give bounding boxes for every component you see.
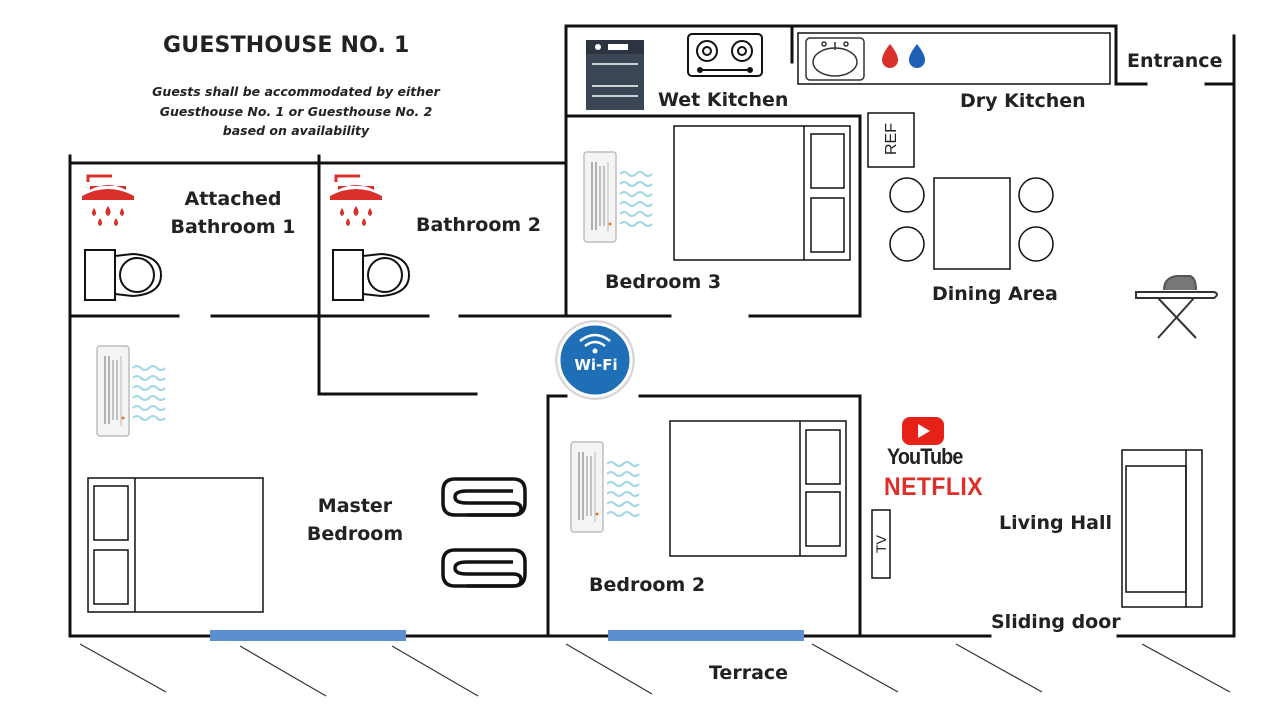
dining-table xyxy=(889,177,1054,270)
bed-bedroom-3 xyxy=(673,125,851,261)
shower-bathroom-2-icon xyxy=(328,174,384,228)
toilet-bathroom-2-icon xyxy=(332,249,410,301)
toilet-bathroom-1-icon xyxy=(84,249,162,301)
dry-kitchen-counter xyxy=(797,32,1111,85)
youtube-logo-icon xyxy=(902,417,944,445)
label-bedroom-2: Bedroom 2 xyxy=(589,574,706,596)
window-bedroom-2 xyxy=(608,630,804,641)
towel-icon-top xyxy=(441,477,527,517)
label-master-bedroom-line-2: Bedroom xyxy=(306,523,404,545)
note-line-3: based on availability xyxy=(222,123,370,138)
ironing-board-icon xyxy=(1135,275,1218,339)
aircon-bedroom-3-icon xyxy=(584,152,652,242)
bed-master xyxy=(87,477,264,613)
bed-bedroom-2 xyxy=(669,420,847,557)
towel-icon-bottom xyxy=(441,548,527,588)
sofa xyxy=(1121,449,1203,608)
youtube-wordmark: YouTube xyxy=(887,444,963,469)
window-master xyxy=(210,630,406,641)
note-line-1: Guests shall be accommodated by either xyxy=(152,84,440,99)
sink-icon xyxy=(805,37,865,81)
label-dry-kitchen: Dry Kitchen xyxy=(960,90,1086,112)
label-living-hall: Living Hall xyxy=(999,512,1113,534)
washing-machine-icon xyxy=(586,40,644,110)
wifi-icon xyxy=(555,320,635,400)
hot-cold-tap-icon xyxy=(882,44,925,68)
label-terrace: Terrace xyxy=(709,662,789,684)
label-bedroom-3: Bedroom 3 xyxy=(605,271,722,293)
label-attached-bathroom: Attached Bathroom 1 xyxy=(168,185,298,241)
label-tv: TV xyxy=(872,535,889,553)
label-master-bedroom-line-1: Master xyxy=(317,495,393,517)
aircon-bedroom-2-icon xyxy=(571,442,639,532)
note-line-2: Guesthouse No. 1 or Guesthouse No. 2 xyxy=(159,103,433,119)
stove-icon xyxy=(687,33,763,77)
wifi-label: Wi-Fi xyxy=(574,356,618,374)
aircon-master-icon xyxy=(97,346,165,436)
label-attached-bathroom-line-2: Bathroom 1 xyxy=(170,216,296,238)
label-sliding-door: Sliding door xyxy=(991,611,1121,633)
shower-bathroom-1-icon xyxy=(80,174,136,228)
refrigerator xyxy=(867,112,915,168)
label-wet-kitchen: Wet Kitchen xyxy=(658,89,789,111)
tv xyxy=(871,509,891,579)
label-dining-area: Dining Area xyxy=(932,283,1058,305)
terrace-hatch xyxy=(79,643,1231,697)
label-attached-bathroom-line-1: Attached xyxy=(184,188,282,210)
walls xyxy=(68,24,1236,638)
label-ref: REF xyxy=(883,123,900,155)
netflix-wordmark: NETFLIX xyxy=(884,473,984,501)
availability-note: Guests shall be accommodated by either G… xyxy=(150,82,442,141)
label-bathroom-2: Bathroom 2 xyxy=(416,214,542,236)
plan-title: GUESTHOUSE NO. 1 xyxy=(163,33,410,58)
label-entrance: Entrance xyxy=(1127,50,1223,72)
label-master-bedroom: Master Bedroom xyxy=(300,492,410,548)
